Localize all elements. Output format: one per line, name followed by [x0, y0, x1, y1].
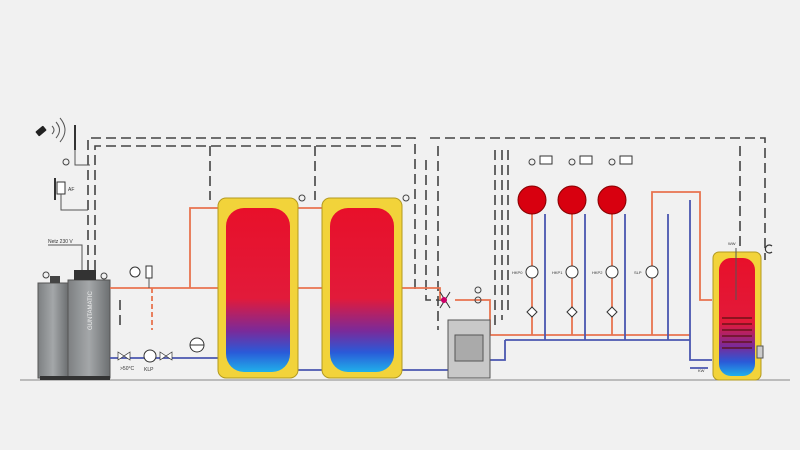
pump-icon [525, 265, 539, 279]
boiler-controller [74, 270, 96, 280]
pump-icon [143, 349, 157, 363]
pump-icon [645, 265, 659, 279]
mixing-valve-icon [566, 306, 578, 318]
circuit-2: HKP2 [592, 265, 619, 318]
buffer-tank-2 [321, 194, 410, 379]
boiler-pump-label: KLP [144, 367, 154, 373]
cold-water-label: KW [698, 368, 705, 373]
boiler-pump-group: >50°C KLP [117, 265, 205, 373]
boiler: GUNTAMATIC [37, 270, 111, 380]
valve-icon [117, 351, 131, 361]
control-wiring [87, 137, 766, 330]
buffer-tank-1 [217, 194, 306, 379]
circuit-1: HKP1 [552, 265, 579, 318]
wireless-signal-icon [51, 117, 66, 143]
mixing-valve-icon [606, 306, 618, 318]
pump-label: HKP1 [552, 270, 563, 275]
return-temp-label: >50°C [120, 366, 134, 372]
safety-valve-icon [145, 265, 153, 279]
mixing-valve-icon [526, 306, 538, 318]
cold-pipes [110, 200, 712, 371]
hot-water-label: WW [728, 241, 736, 246]
room-units [517, 155, 633, 215]
circulation-icon [764, 244, 773, 254]
room-unit-2 [597, 185, 627, 215]
outdoor-sensor-label: AF [68, 187, 74, 193]
room-unit-1 [557, 185, 587, 215]
pump-label: HKP2 [592, 270, 603, 275]
pump-label: SLP [634, 270, 642, 275]
remote-antenna [35, 117, 90, 166]
phone-icon [35, 125, 47, 137]
circuit-3: SLP [634, 265, 659, 279]
outdoor-sensor: AF [54, 178, 88, 211]
boiler-brand: GUNTAMATIC [88, 291, 94, 330]
pump-label: HKP0 [512, 270, 523, 275]
control-unit [439, 286, 491, 379]
heat-exchanger-coil [722, 317, 752, 349]
pump-icon [565, 265, 579, 279]
power-supply-label: Netz 230 V [48, 239, 73, 245]
circuit-0: HKP0 [512, 265, 539, 318]
pump-icon [605, 265, 619, 279]
room-unit-0 [517, 185, 547, 215]
heating-circuits: HKP0 HKP1 HKP2 SLP [512, 265, 659, 318]
valve-icon [159, 351, 173, 361]
pressure-gauge-icon [129, 266, 141, 278]
hot-water-tank: WW KW [698, 241, 773, 381]
